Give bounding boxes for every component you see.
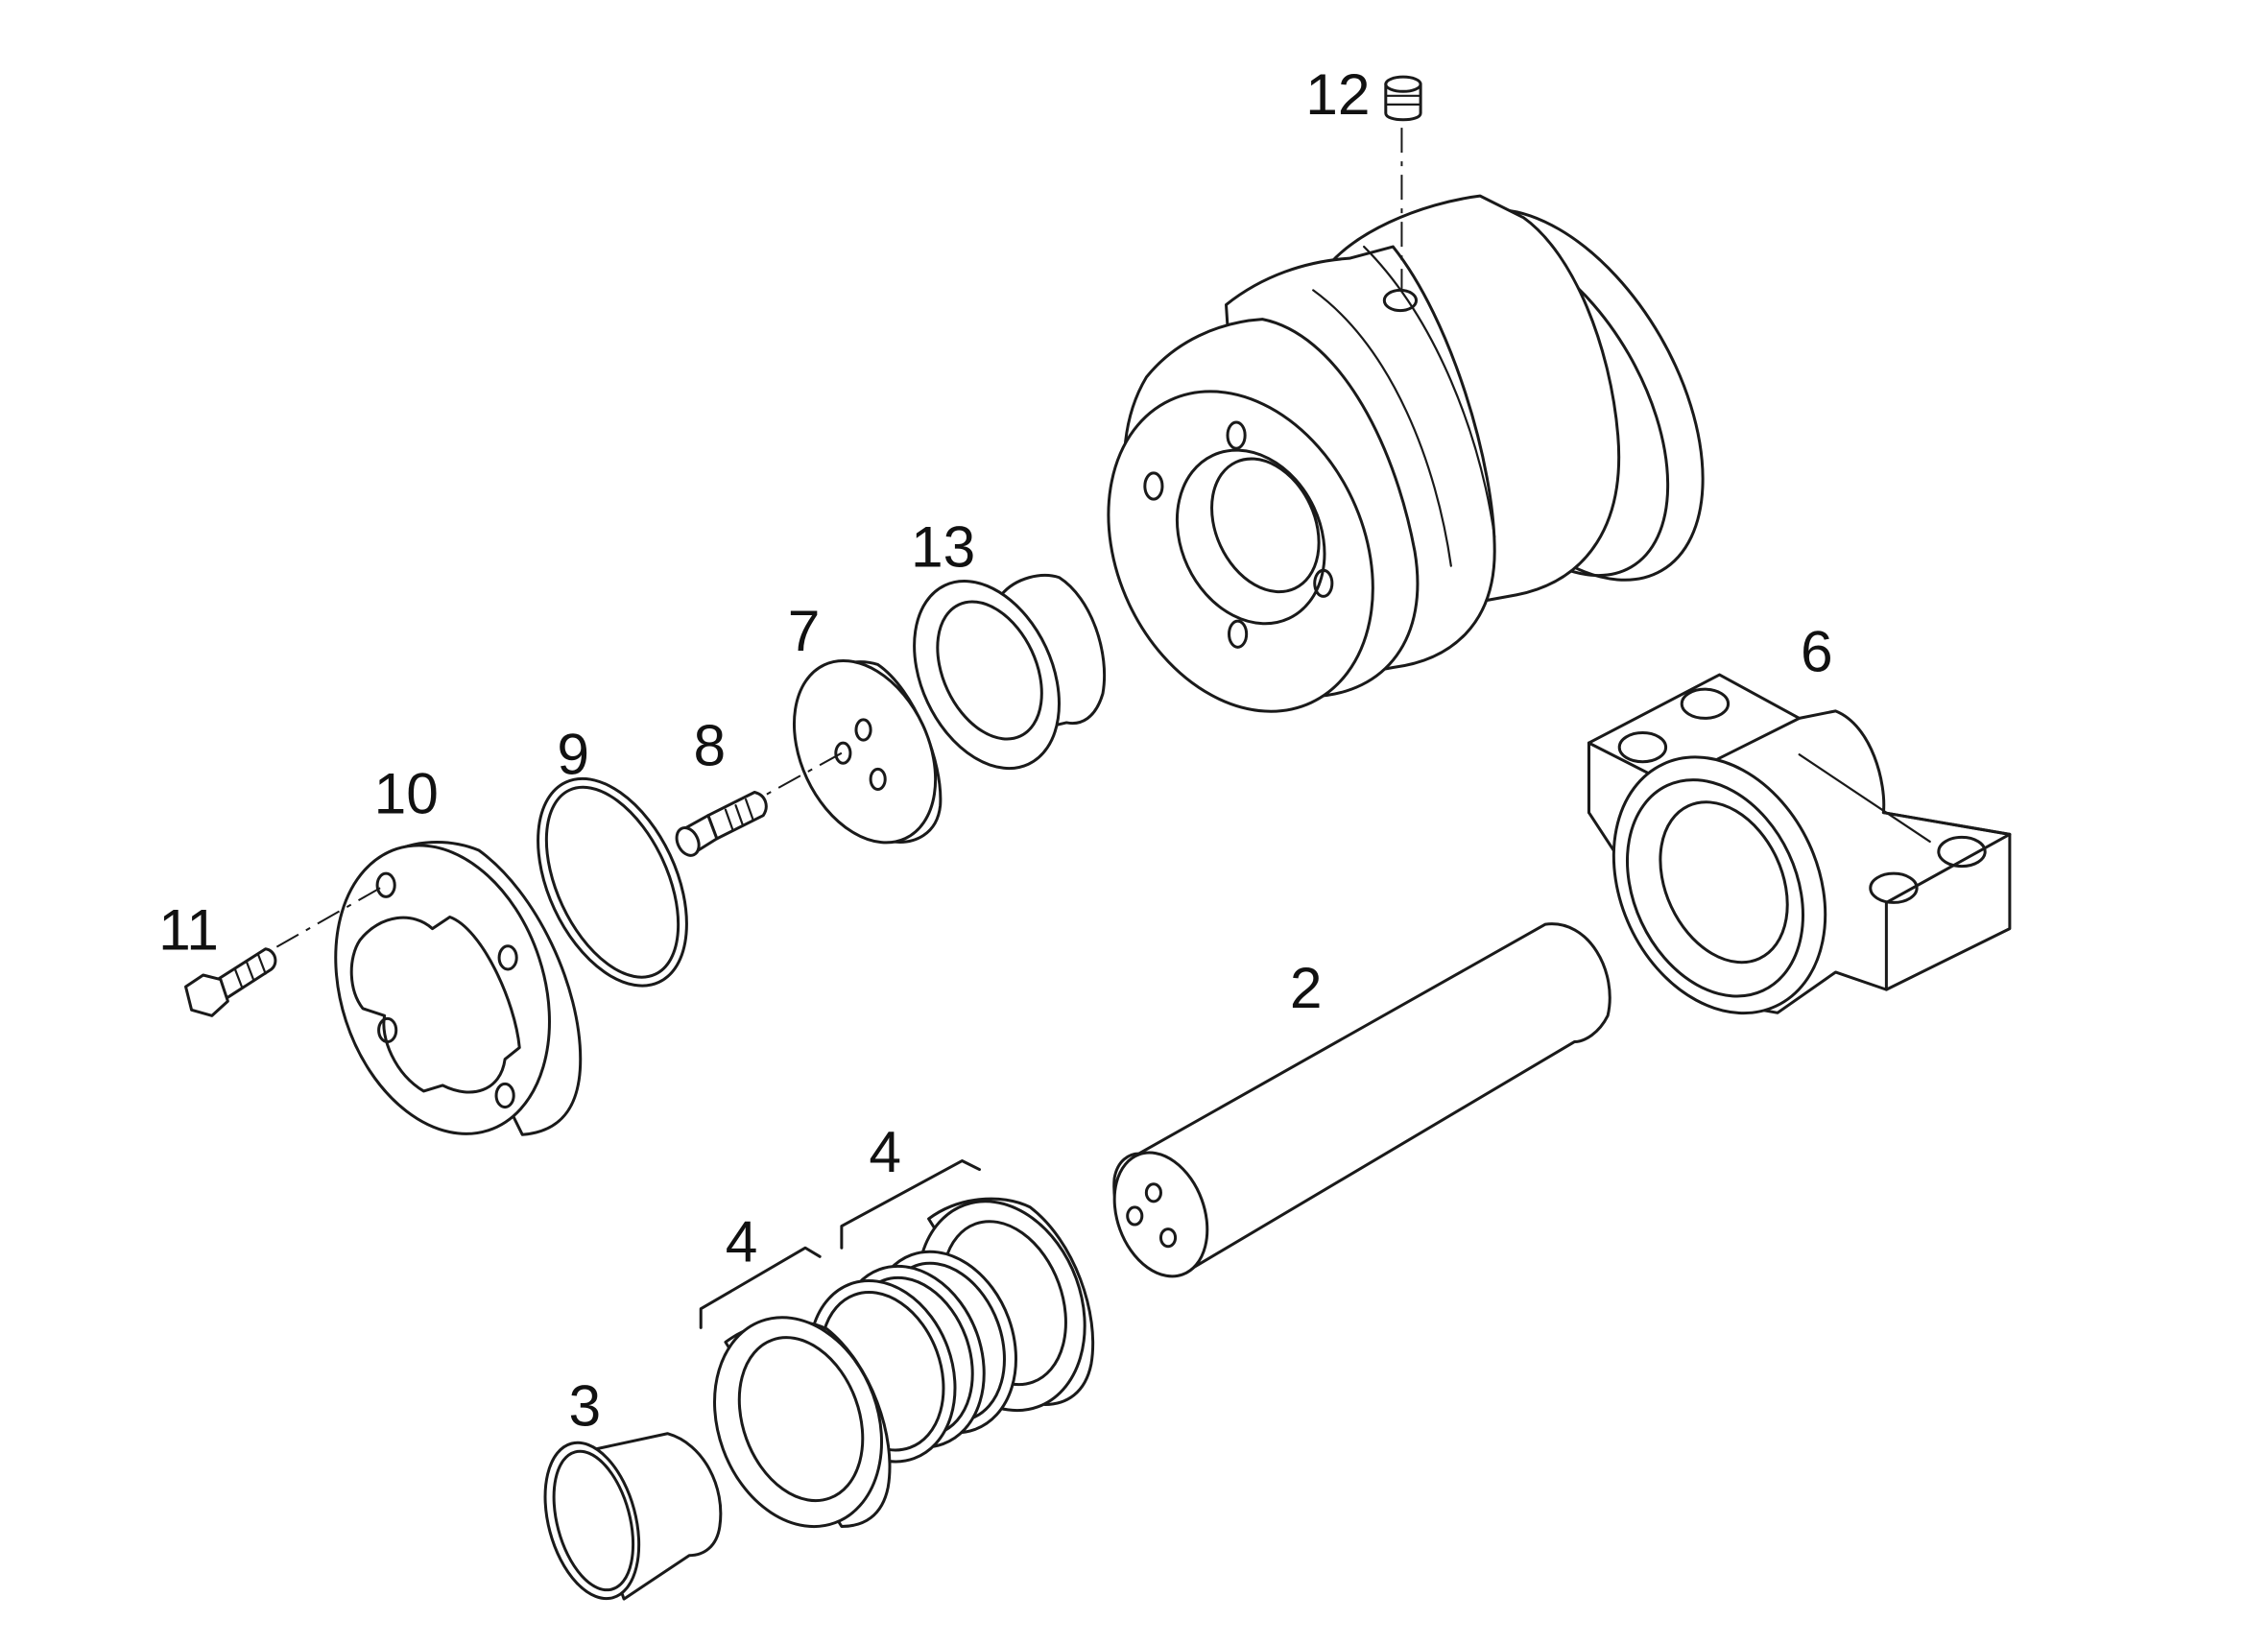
callout-label-13: 13 bbox=[911, 514, 975, 580]
callout-label-4-lower: 4 bbox=[726, 1209, 758, 1275]
callout-label-4-upper: 4 bbox=[869, 1119, 901, 1184]
callout-label-6: 6 bbox=[1801, 618, 1833, 683]
callout-label-11: 11 bbox=[158, 897, 219, 963]
shaft-part bbox=[1098, 924, 1610, 1290]
o-ring-part bbox=[508, 755, 717, 1009]
cover-plate-part bbox=[754, 638, 963, 866]
callout-label-3: 3 bbox=[568, 1373, 601, 1439]
bracket-part bbox=[1574, 675, 2010, 1048]
plug-part bbox=[1386, 77, 1420, 290]
flange-part bbox=[275, 818, 585, 1162]
sleeve-part bbox=[529, 1432, 720, 1608]
callout-label-8: 8 bbox=[693, 713, 726, 778]
callout-label-10: 10 bbox=[374, 761, 439, 826]
socket-screw-part bbox=[673, 793, 767, 860]
bushing-part bbox=[886, 558, 1105, 792]
callout-label-7: 7 bbox=[788, 598, 821, 663]
hex-bolt-part bbox=[186, 949, 275, 1016]
callout-label-2: 2 bbox=[1290, 955, 1323, 1020]
seal-set-part bbox=[686, 1178, 1112, 1550]
seal-bracket-lower bbox=[701, 1248, 820, 1327]
seal-bracket-upper bbox=[842, 1161, 980, 1249]
roller-body bbox=[1059, 160, 1762, 754]
callout-label-9: 9 bbox=[557, 722, 589, 787]
callout-label-12: 12 bbox=[1305, 61, 1370, 127]
